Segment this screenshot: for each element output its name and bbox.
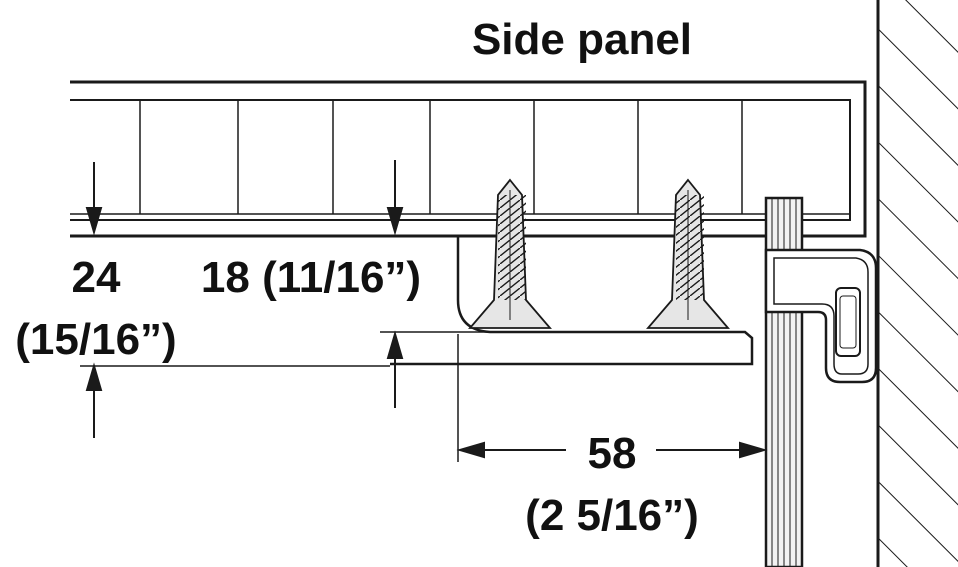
diagram-title: Side panel bbox=[472, 15, 692, 64]
dimension-24 bbox=[80, 162, 390, 438]
dimension-18 bbox=[386, 160, 404, 408]
dimension-24-label: 24 bbox=[72, 253, 121, 302]
screw-icon bbox=[646, 178, 730, 329]
dimension-58 bbox=[456, 334, 768, 462]
side-panel bbox=[70, 80, 867, 238]
dimension-24-inch-label: (15/16”) bbox=[15, 315, 176, 364]
dimension-58-inch-label: (2 5/16”) bbox=[525, 491, 699, 540]
screw-icon bbox=[468, 178, 552, 329]
dimension-18-label: 18 (11/16”) bbox=[201, 253, 421, 302]
wall bbox=[876, 0, 958, 567]
dimension-58-label: 58 bbox=[588, 429, 637, 478]
hinge-icon bbox=[764, 248, 878, 384]
